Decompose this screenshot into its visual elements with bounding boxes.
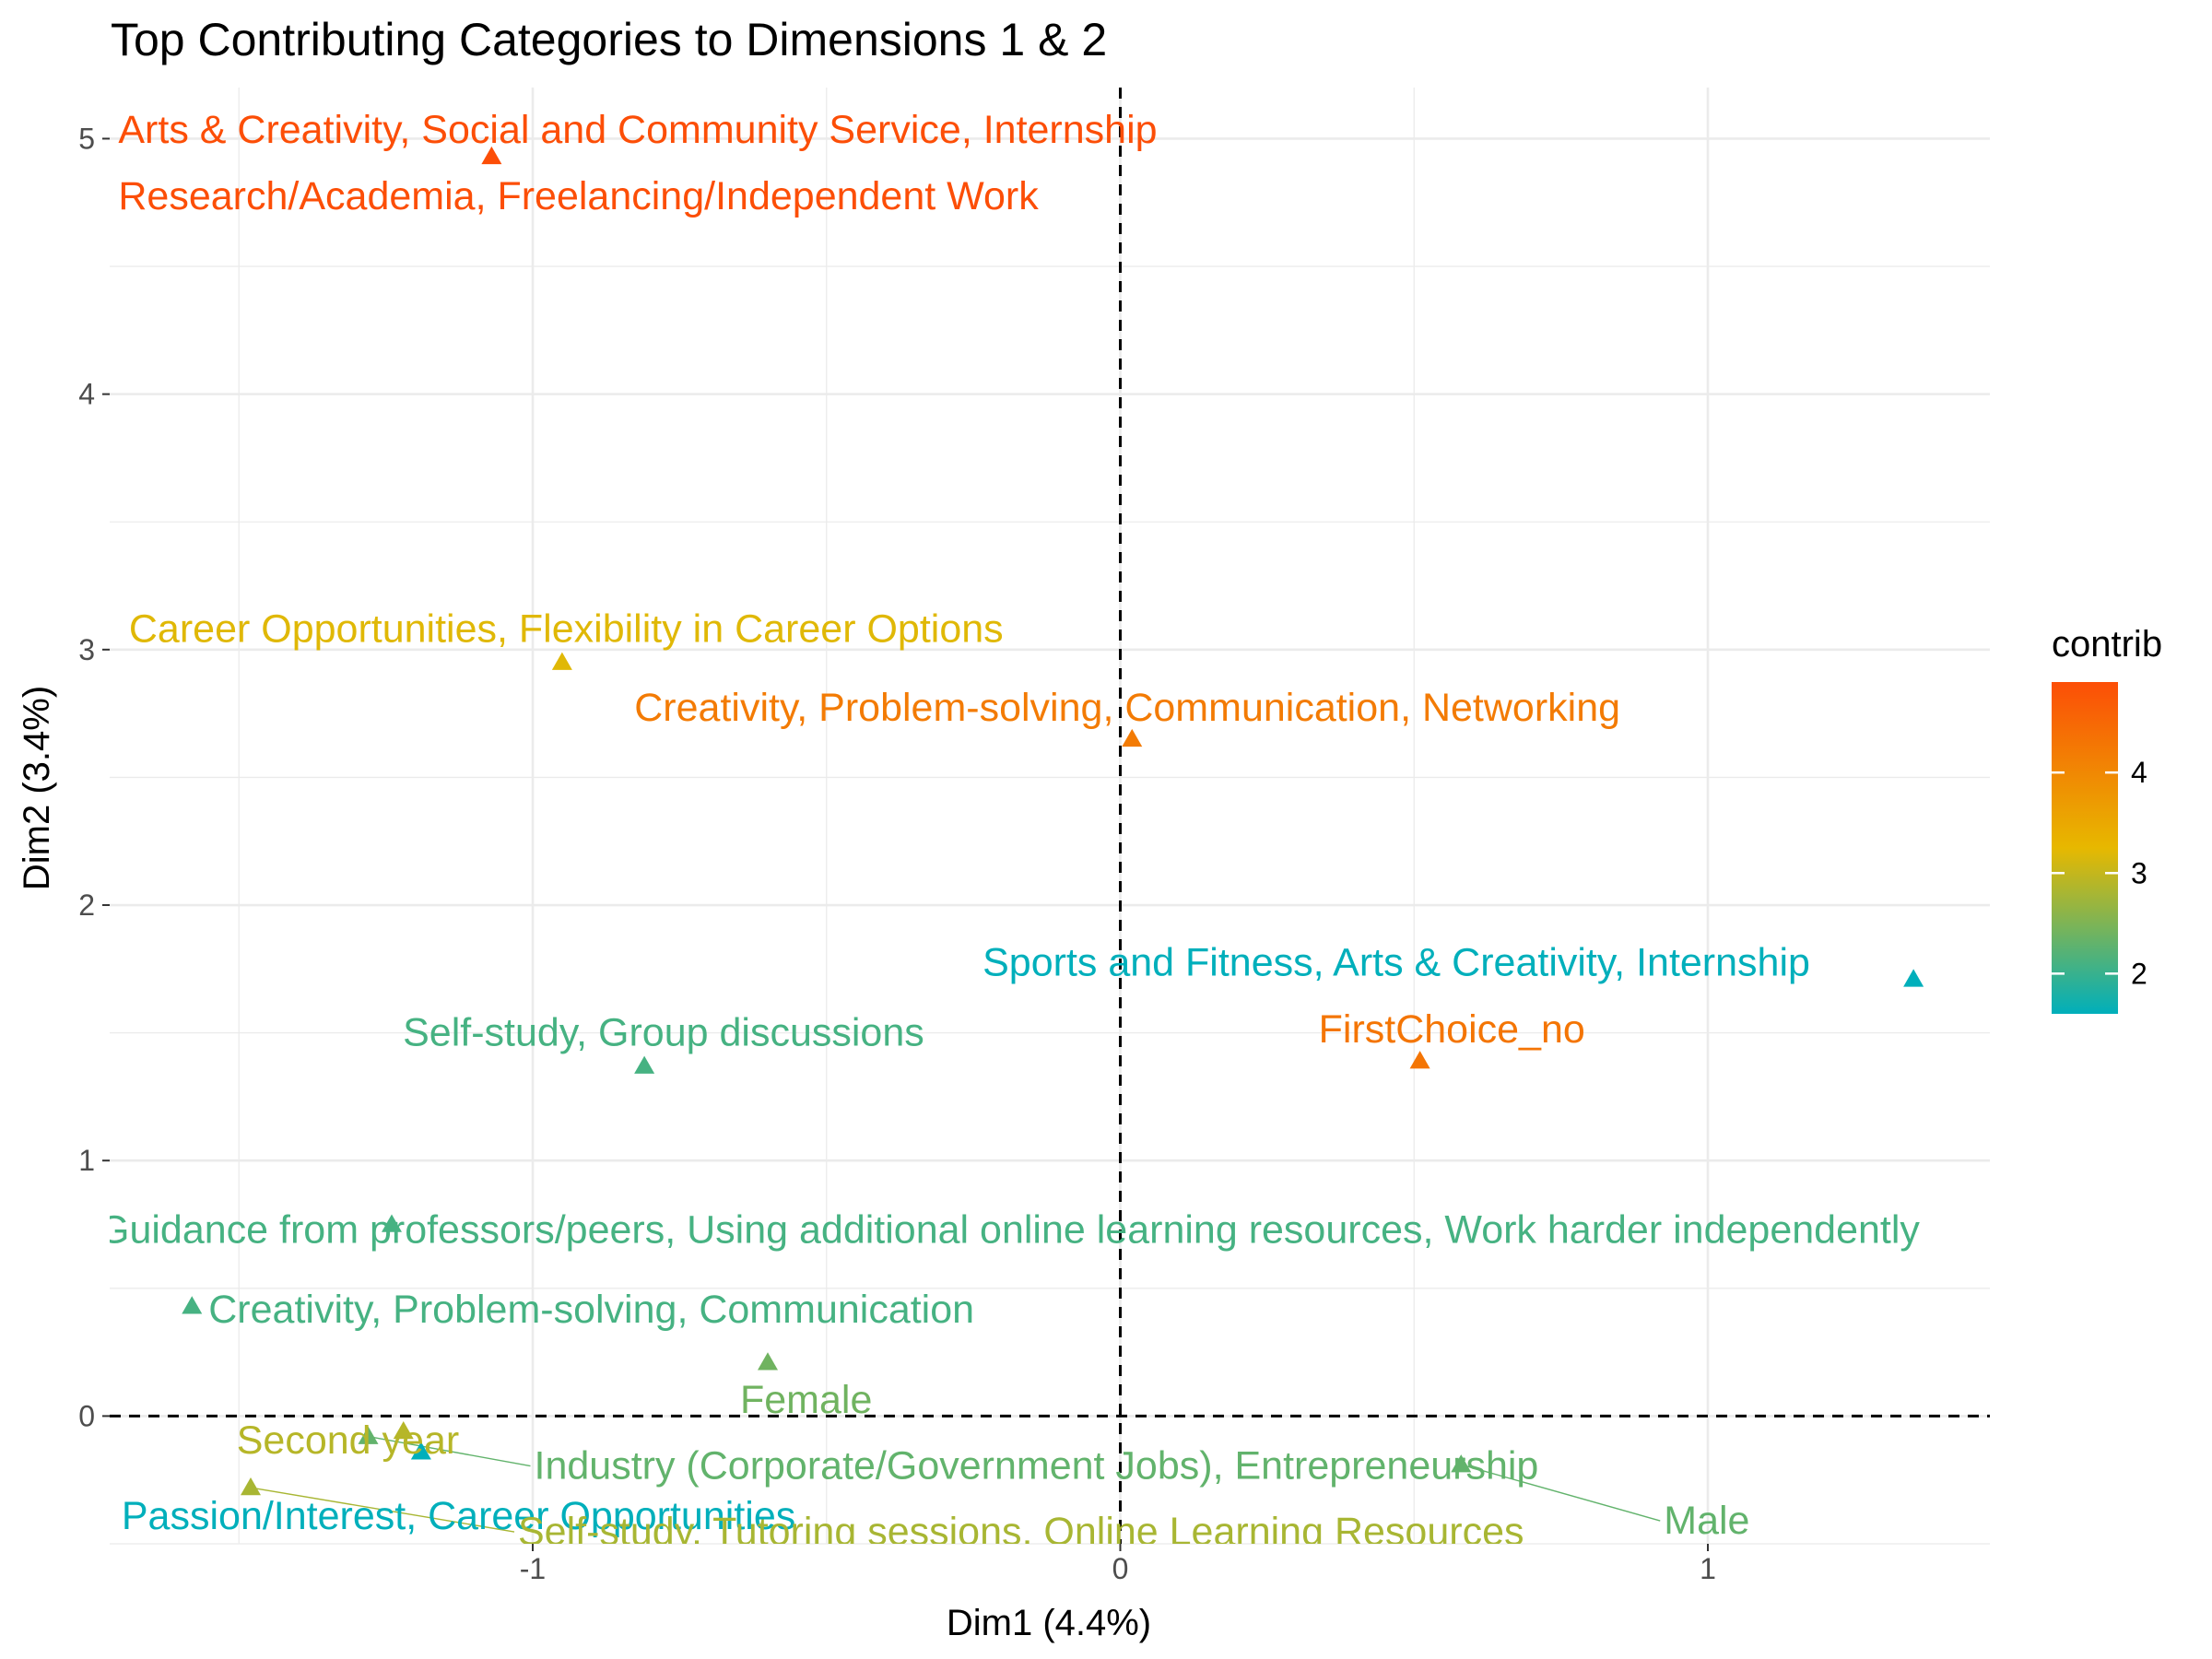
point-label: Male [1664, 1499, 1749, 1543]
point-label: Creativity, Problem-solving, Communicati… [208, 1288, 974, 1332]
x-tick-label: -1 [520, 1552, 546, 1585]
point-label: Sports and Fitness, Arts & Creativity, I… [982, 940, 1810, 984]
x-axis-title: Dim1 (4.4%) [947, 1603, 1151, 1643]
reference-lines [110, 88, 1990, 1544]
legend-title: contrib [2052, 624, 2162, 665]
data-point [1122, 728, 1143, 747]
point-label: FirstChoice_no [1319, 1007, 1585, 1052]
point-label: Career Opportunities, Flexibility in Car… [129, 607, 1004, 652]
y-tick-label: 4 [78, 378, 95, 411]
y-axis-title: Dim2 (3.4%) [17, 686, 57, 890]
data-point [1409, 1051, 1430, 1069]
data-point [182, 1296, 203, 1314]
x-tick-label: 1 [1700, 1552, 1716, 1585]
axes: -1 0 1 0 1 2 3 4 5 [78, 122, 1716, 1585]
point-label: Passion/Interest, Career Opportunities [122, 1494, 795, 1538]
y-tick-label: 2 [78, 888, 95, 922]
legend-tick-label: 4 [2131, 756, 2147, 789]
data-point [758, 1352, 778, 1371]
data-point [481, 146, 502, 165]
y-tick-label: 1 [78, 1144, 95, 1177]
legend-colorbar [2052, 682, 2118, 1014]
point-label: Second year [237, 1418, 459, 1463]
data-point [1451, 1454, 1472, 1473]
points [182, 146, 1924, 1533]
point-label: Female [740, 1378, 872, 1422]
data-point [241, 1477, 261, 1496]
label-leader-line [1461, 1464, 1661, 1522]
x-tick-label: 0 [1112, 1552, 1129, 1585]
y-tick-label: 3 [78, 633, 95, 666]
data-point [1903, 969, 1924, 987]
point-label: Self-study, Tutoring sessions, Online Le… [518, 1510, 1524, 1554]
point-labels: Arts & Creativity, Social and Community … [99, 108, 1920, 1554]
y-tick-label: 5 [78, 122, 95, 155]
data-point [358, 1426, 379, 1444]
data-point [410, 1441, 431, 1460]
point-label: Creativity, Problem-solving, Communicati… [634, 686, 1620, 730]
point-label: Guidance from professors/peers, Using ad… [99, 1208, 1920, 1253]
label-leader-line [368, 1435, 531, 1467]
data-point [551, 652, 572, 670]
data-point [634, 1055, 655, 1074]
chart-title: Top Contributing Categories to Dimension… [111, 14, 1108, 65]
point-label: Industry (Corporate/Government Jobs), En… [535, 1444, 1539, 1488]
legend: contrib 2 3 4 [2052, 624, 2162, 1014]
point-label: Arts & Creativity, Social and Community … [118, 108, 1157, 218]
point-label: Self-study, Group discussions [403, 1011, 924, 1055]
label-leader-line [250, 1487, 515, 1533]
legend-tick-label: 3 [2131, 856, 2147, 889]
y-tick-label: 0 [78, 1399, 95, 1432]
legend-tick-label: 2 [2131, 957, 2147, 990]
data-point [393, 1421, 414, 1440]
data-point [382, 1214, 402, 1232]
